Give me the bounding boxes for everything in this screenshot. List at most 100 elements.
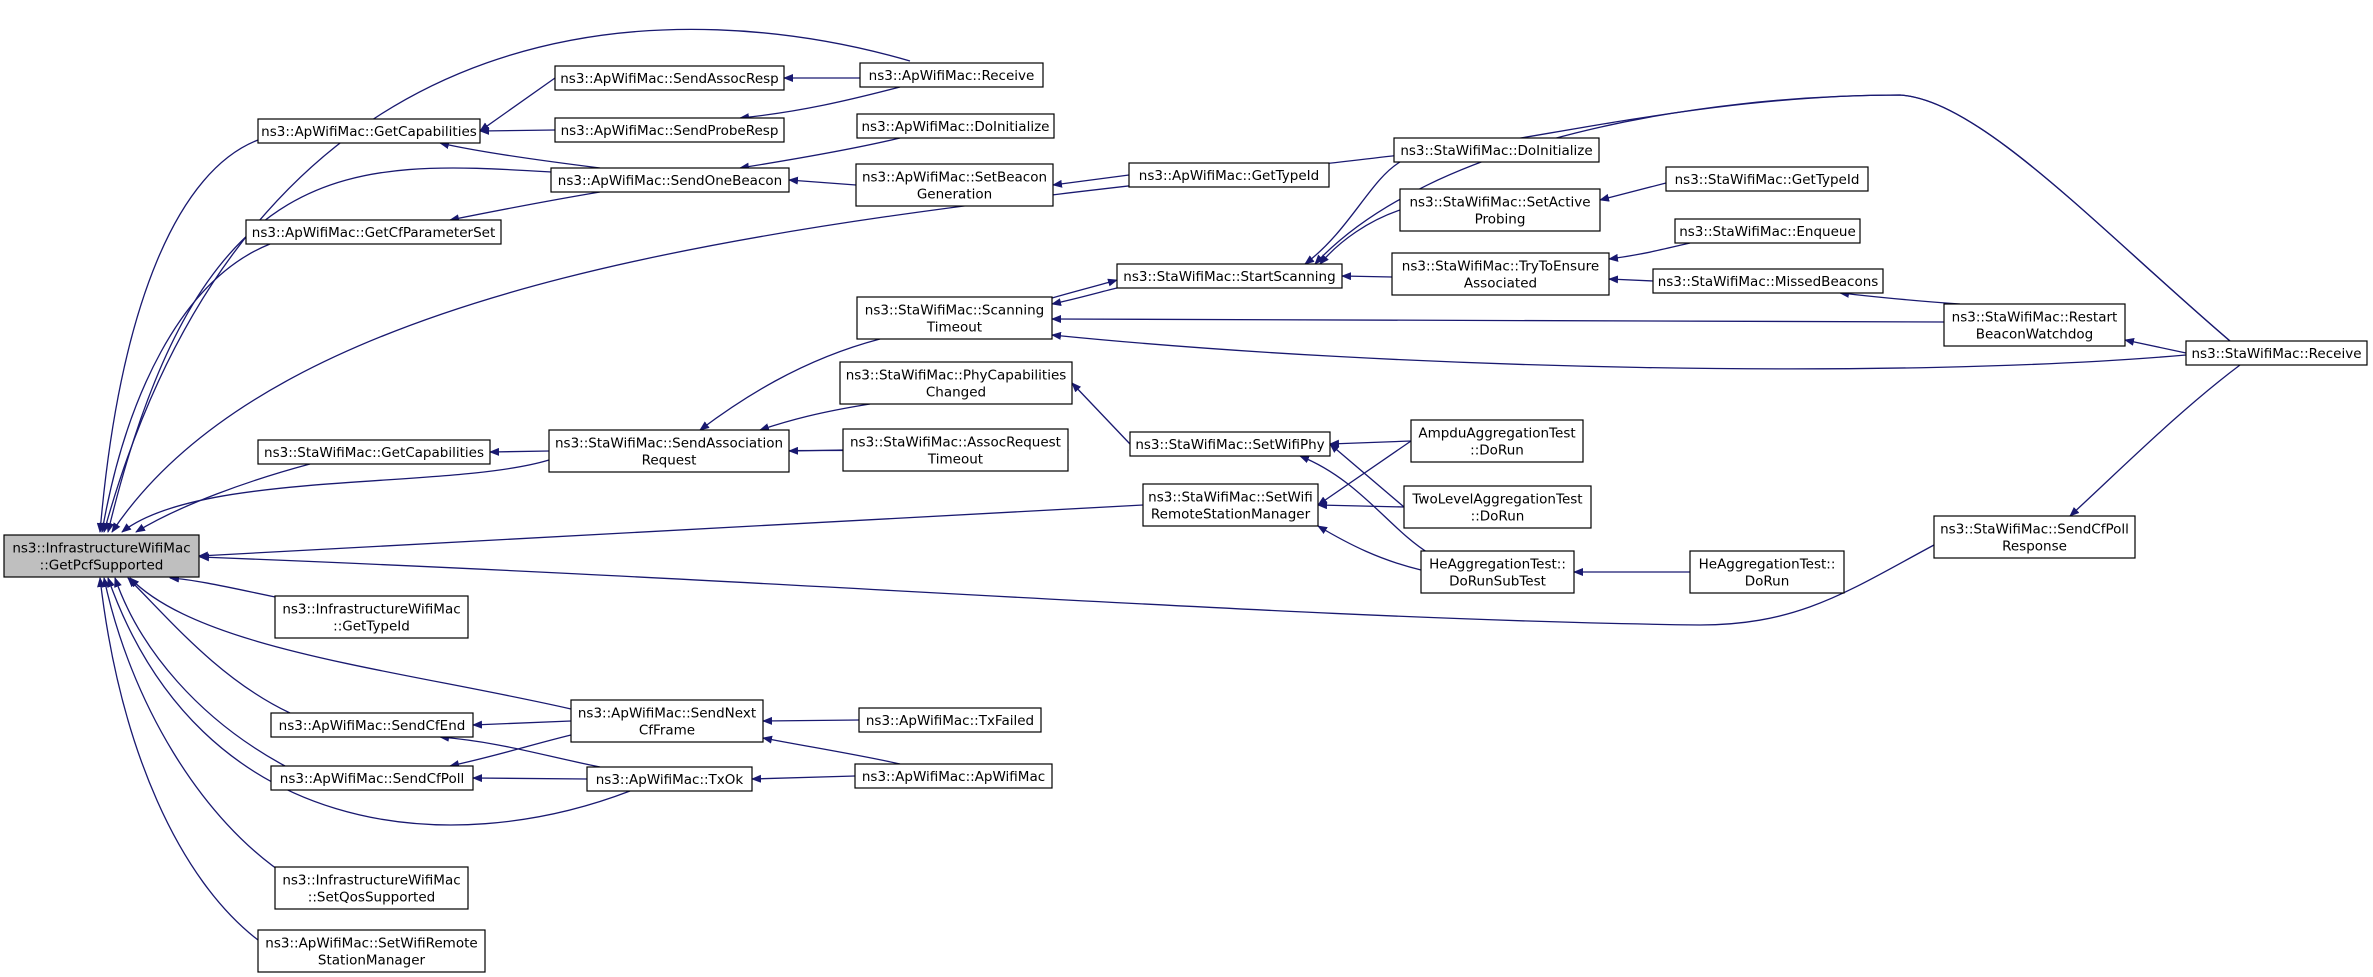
- node-box: [1665, 166, 1869, 192]
- node-box: [548, 429, 790, 473]
- node-label: DoRunSubTest: [1449, 574, 1546, 590]
- node-sta_receive[interactable]: ns3::StaWifiMac::Receive: [2185, 340, 2368, 366]
- edge-ap_sendnextcf-to-ap_sendcfpoll: [449, 734, 572, 768]
- node-box: [1420, 550, 1575, 594]
- edge-ap_txfailed-to-ap_sendnextcf: [762, 716, 860, 725]
- node-ap_gettypeid[interactable]: ns3::ApWifiMac::GetTypeId: [1128, 162, 1330, 188]
- node-sta_setwifiremote[interactable]: ns3::StaWifiMac::SetWifiRemoteStationMan…: [1142, 483, 1319, 527]
- node-ap_sendassocresp[interactable]: ns3::ApWifiMac::SendAssocResp: [554, 65, 785, 91]
- node-he_dorunsubtest[interactable]: HeAggregationTest::DoRunSubTest: [1420, 550, 1575, 594]
- node-box: [586, 766, 753, 792]
- edge-sta_sendcfpollresp-to-root: [199, 544, 1935, 626]
- node-label: ns3::ApWifiMac::SendOneBeacon: [558, 173, 782, 189]
- node-ap_sendproberesp[interactable]: ns3::ApWifiMac::SendProbeResp: [554, 117, 785, 143]
- node-sta_doinit[interactable]: ns3::StaWifiMac::DoInitialize: [1393, 137, 1600, 163]
- node-label: ns3::StaWifiMac::PhyCapabilities: [846, 368, 1067, 384]
- node-ap_ctor[interactable]: ns3::ApWifiMac::ApWifiMac: [854, 763, 1053, 789]
- node-label: CfFrame: [639, 723, 695, 739]
- node-ampdu_dorun[interactable]: AmpduAggregationTest::DoRun: [1410, 419, 1584, 463]
- node-label: ns3::ApWifiMac::SendCfEnd: [279, 718, 466, 734]
- node-label: ns3::StaWifiMac::Receive: [2191, 346, 2361, 362]
- edge-ap_doinit-to-ap_sendonebeacon: [739, 137, 901, 171]
- node-label: ns3::StaWifiMac::SendAssociation: [555, 436, 783, 452]
- node-ap_receive[interactable]: ns3::ApWifiMac::Receive: [859, 62, 1044, 88]
- edge-sta_setwifiphy-to-sta_phycapchanged: [1071, 382, 1131, 445]
- edge-sta_sendassocreq-to-sta_getcap: [489, 447, 550, 456]
- node-ap_sendcfend[interactable]: ns3::ApWifiMac::SendCfEnd: [270, 712, 474, 738]
- edge-ap_sendonebeacon-to-ap_getcfps: [449, 191, 601, 223]
- node-label: HeAggregationTest::: [1699, 557, 1836, 573]
- node-box: [855, 163, 1054, 207]
- node-box: [1391, 252, 1610, 296]
- node-ap_sendcfpoll[interactable]: ns3::ApWifiMac::SendCfPoll: [270, 765, 474, 791]
- node-infra_gettype[interactable]: ns3::InfrastructureWifiMac::GetTypeId: [274, 595, 469, 639]
- node-twolevel_dorun[interactable]: TwoLevelAggregationTest::DoRun: [1403, 485, 1592, 529]
- node-label: ns3::StaWifiMac::SetWifi: [1148, 490, 1313, 506]
- edge-he_dorunsubtest-to-sta_setwifiphy: [1299, 455, 1431, 555]
- edge-ampdu_dorun-to-sta_setwifiremote: [1317, 440, 1412, 506]
- node-box: [1933, 515, 2136, 559]
- node-infra_setqos[interactable]: ns3::InfrastructureWifiMac::SetQosSuppor…: [274, 866, 469, 910]
- node-label: Timeout: [927, 452, 983, 468]
- node-ap_sendonebeacon[interactable]: ns3::ApWifiMac::SendOneBeacon: [550, 167, 790, 193]
- edge-sta_receive-to-sta_startscan: [1314, 94, 2231, 342]
- node-label: ns3::ApWifiMac::TxOk: [596, 772, 744, 788]
- edge-ap_txok-to-root: [107, 577, 631, 826]
- node-label: ns3::StaWifiMac::MissedBeacons: [1658, 274, 1879, 290]
- node-box: [274, 595, 469, 639]
- edge-ap_sendnextcf-to-root: [129, 577, 572, 710]
- edge-he_dorunsubtest-to-sta_setwifiremote: [1317, 525, 1422, 571]
- node-root[interactable]: ns3::InfrastructureWifiMac::GetPcfSuppor…: [3, 534, 200, 578]
- node-ap_txok[interactable]: ns3::ApWifiMac::TxOk: [586, 766, 753, 792]
- edge-sta_receive-to-root: [111, 94, 2231, 533]
- node-he_dorun[interactable]: HeAggregationTest::DoRun: [1689, 550, 1845, 594]
- node-ap_txfailed[interactable]: ns3::ApWifiMac::TxFailed: [858, 707, 1042, 733]
- edge-twolevel_dorun-to-sta_setwifiphy: [1329, 443, 1405, 508]
- node-label: ns3::StaWifiMac::AssocRequest: [850, 435, 1061, 451]
- edge-twolevel_dorun-to-sta_setwifiremote: [1317, 501, 1405, 510]
- node-box: [270, 712, 474, 738]
- node-label: ns3::ApWifiMac::SendCfPoll: [280, 771, 464, 787]
- node-box: [1142, 483, 1319, 527]
- node-label: ns3::StaWifiMac::DoInitialize: [1400, 143, 1592, 159]
- node-sta_missedbeacons[interactable]: ns3::StaWifiMac::MissedBeacons: [1652, 268, 1884, 294]
- node-label: ::GetTypeId: [333, 619, 410, 635]
- node-ap_getcap[interactable]: ns3::ApWifiMac::GetCapabilities: [257, 118, 481, 144]
- node-label: ns3::StaWifiMac::TryToEnsure: [1402, 259, 1599, 275]
- node-label: ns3::StaWifiMac::SetWifiPhy: [1135, 437, 1324, 453]
- node-label: Response: [2002, 539, 2067, 555]
- node-box: [554, 65, 785, 91]
- edge-ap_sendassocresp-to-ap_getcap: [479, 77, 556, 132]
- node-sta_gettypeid[interactable]: ns3::StaWifiMac::GetTypeId: [1665, 166, 1869, 192]
- edge-ap_txok-to-ap_sendcfend: [439, 733, 601, 768]
- node-label: ns3::StaWifiMac::SendCfPoll: [1940, 522, 2129, 538]
- node-sta_getcap[interactable]: ns3::StaWifiMac::GetCapabilities: [257, 439, 491, 465]
- edge-ap_ctor-to-ap_txok: [751, 774, 856, 783]
- node-sta_enqueue[interactable]: ns3::StaWifiMac::Enqueue: [1674, 218, 1861, 244]
- node-box: [3, 534, 200, 578]
- node-label: Request: [642, 453, 697, 469]
- edge-ap_sendcfend-to-root: [127, 577, 291, 714]
- node-box: [550, 167, 790, 193]
- node-ap_getcfps[interactable]: ns3::ApWifiMac::GetCfParameterSet: [245, 219, 502, 245]
- node-label: Changed: [926, 385, 986, 401]
- node-label: ns3::ApWifiMac::ApWifiMac: [862, 769, 1045, 785]
- edge-sta_restartbeacon-to-sta_missedbeacons: [1839, 289, 1961, 305]
- node-sta_startscan[interactable]: ns3::StaWifiMac::StartScanning: [1116, 263, 1343, 289]
- node-ap_setwifiremote[interactable]: ns3::ApWifiMac::SetWifiRemoteStationMana…: [257, 929, 486, 973]
- node-ap_doinit[interactable]: ns3::ApWifiMac::DoInitialize: [856, 113, 1055, 139]
- node-label: ns3::StaWifiMac::Restart: [1952, 310, 2118, 326]
- node-sta_setwifiphy[interactable]: ns3::StaWifiMac::SetWifiPhy: [1129, 431, 1331, 457]
- edge-sta_startscan-to-sta_scantimeout: [1051, 287, 1118, 307]
- node-box: [858, 707, 1042, 733]
